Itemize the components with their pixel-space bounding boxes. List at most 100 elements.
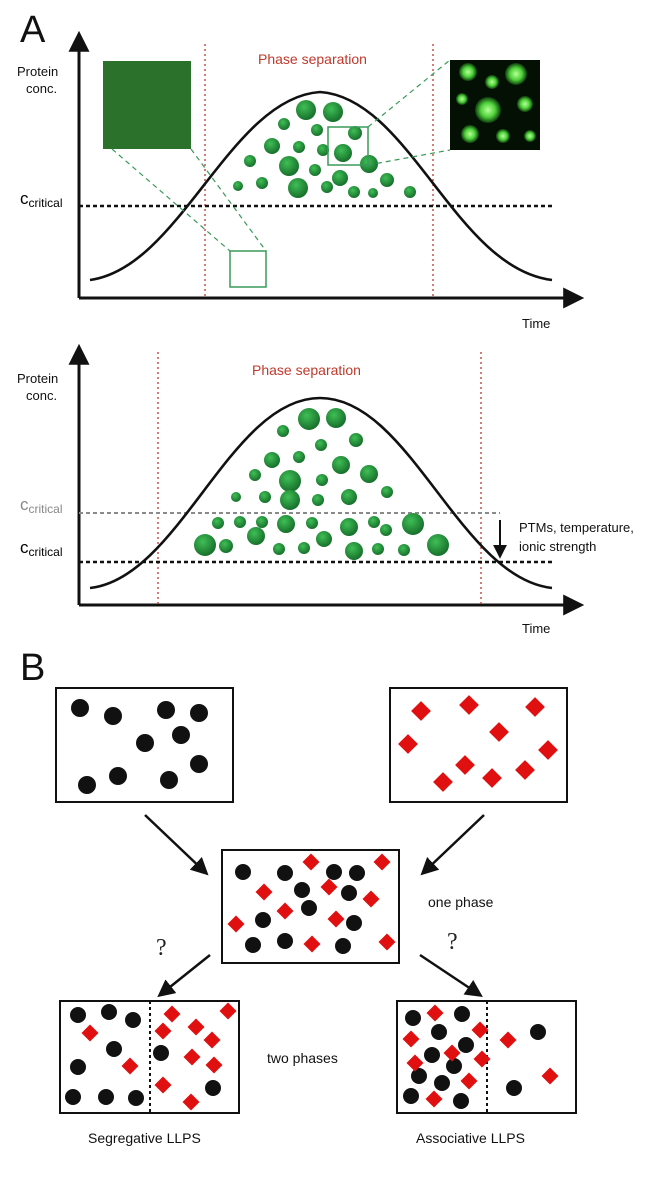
black-particle: [255, 912, 271, 928]
associative-box: [396, 1000, 577, 1114]
black-particle: [294, 882, 310, 898]
droplet: [280, 490, 300, 510]
black-particle: [65, 1089, 81, 1105]
red-particle: [163, 1005, 181, 1023]
droplet: [293, 451, 305, 463]
red-particle: [327, 910, 345, 928]
bottom-ccritical-lower-label: ccritical: [20, 538, 63, 559]
red-particle: [489, 722, 509, 742]
droplet: [427, 534, 449, 556]
droplet: [311, 124, 323, 136]
red-particle: [538, 740, 558, 760]
black-particle: [301, 900, 317, 916]
red-particle: [227, 915, 245, 933]
droplet: [293, 141, 305, 153]
red-particle: [219, 1002, 237, 1020]
bottom-ylabel-line1: Protein: [17, 371, 58, 386]
droplet: [323, 102, 343, 122]
black-particle: [341, 885, 357, 901]
droplet: [256, 177, 268, 189]
black-particle: [71, 699, 89, 717]
red-particle: [302, 853, 320, 871]
zoom-guide-line: [111, 148, 231, 252]
droplet: [381, 486, 393, 498]
droplet-zoom-region: [327, 126, 369, 166]
black-particle: [101, 1004, 117, 1020]
black-particle: [78, 776, 96, 794]
fluorescent-droplet: [485, 75, 499, 89]
mix-arrow-right: [420, 814, 485, 876]
droplet: [368, 516, 380, 528]
fluorescent-droplet: [461, 125, 479, 143]
black-particle: [277, 865, 293, 881]
droplet: [368, 188, 378, 198]
zoom-guide-line: [190, 148, 267, 252]
black-particle: [431, 1024, 447, 1040]
black-particle: [424, 1047, 440, 1063]
droplet: [296, 100, 316, 120]
homogeneous-microscopy-inset: [103, 61, 191, 149]
top-ylabel-line2: conc.: [26, 81, 57, 96]
droplet: [278, 118, 290, 130]
bottom-concentration-curve: [89, 396, 553, 590]
red-particle: [276, 902, 294, 920]
black-particle: [326, 864, 342, 880]
black-particle: [446, 1058, 462, 1074]
droplet: [402, 513, 424, 535]
red-particle: [459, 695, 479, 715]
black-particle: [70, 1059, 86, 1075]
mixed-one-phase-box: [221, 849, 400, 964]
bottom-ccritical-upper-label: ccritical: [20, 495, 63, 516]
fluorescent-droplet: [456, 93, 468, 105]
droplet: [332, 456, 350, 474]
top-ylabel-line1: Protein: [17, 64, 58, 79]
droplet: [380, 173, 394, 187]
associative-arrow: [419, 953, 483, 997]
droplet: [279, 470, 301, 492]
black-particle: [403, 1088, 419, 1104]
segregative-arrow: [157, 954, 211, 998]
black-particle: [506, 1080, 522, 1096]
black-particle: [346, 915, 362, 931]
droplet: [219, 539, 233, 553]
droplet: [380, 524, 392, 536]
droplet: [398, 544, 410, 556]
droplet: [316, 531, 332, 547]
black-particle: [160, 771, 178, 789]
one-phase-label: one phase: [428, 894, 494, 910]
top-concentration-curve: [89, 90, 553, 282]
black-particle: [172, 726, 190, 744]
red-particle: [433, 772, 453, 792]
droplet: [372, 543, 384, 555]
fluorescent-droplets: [456, 63, 536, 143]
homogeneous-microscopy-texture: [103, 61, 191, 149]
red-particle: [411, 701, 431, 721]
droplet: [326, 408, 346, 428]
black-particle: [405, 1010, 421, 1026]
bottom-droplets: [194, 408, 449, 560]
droplet: [194, 534, 216, 556]
droplet: [312, 494, 324, 506]
red-particle: [320, 878, 338, 896]
red-particle: [398, 734, 418, 754]
red-particle: [373, 853, 391, 871]
black-particle: [530, 1024, 546, 1040]
ccritical-shift-label-line1: PTMs, temperature,: [519, 520, 634, 535]
droplet: [345, 542, 363, 560]
droplet: [341, 489, 357, 505]
droplet: [306, 517, 318, 529]
segregative-box: [59, 1000, 240, 1114]
droplet: [321, 181, 333, 193]
droplet: [249, 469, 261, 481]
fluorescent-droplet: [524, 130, 536, 142]
ccritical-shift-label-line2: ionic strength: [519, 539, 596, 554]
fluorescent-droplet: [475, 97, 501, 123]
droplet: [273, 543, 285, 555]
red-particle: [515, 760, 535, 780]
black-particle: [205, 1080, 221, 1096]
droplet: [360, 155, 378, 173]
black-particle: [98, 1089, 114, 1105]
droplet: [259, 491, 271, 503]
mix-arrow-left: [144, 814, 209, 876]
